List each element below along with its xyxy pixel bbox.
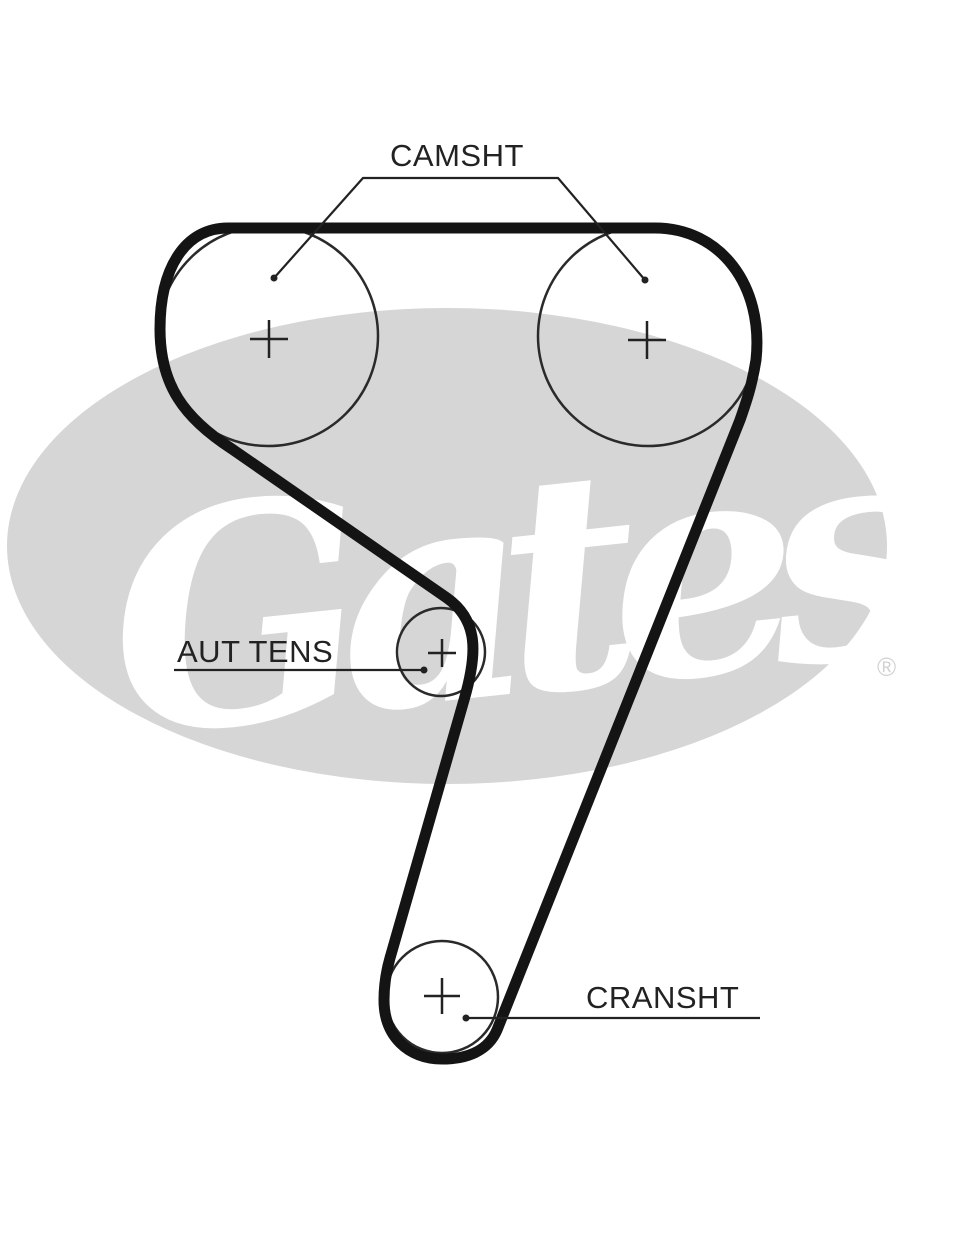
pulley-center-marks <box>250 320 666 1014</box>
camshaft-label: CAMSHT <box>390 138 524 173</box>
tensioner-pulley <box>395 606 487 698</box>
timing-belt <box>154 222 763 1065</box>
crankshaft-dot <box>462 1014 470 1022</box>
tensioner-label: AUT TENS <box>177 634 333 669</box>
tensioner-center-icon <box>428 639 456 667</box>
watermark-ellipse <box>7 308 887 784</box>
crankshaft-label: CRANSHT <box>586 980 739 1015</box>
camshaft-leader-line <box>273 176 646 281</box>
camshaft-left-dot <box>270 274 278 282</box>
tensioner-dot <box>420 666 428 674</box>
leader-dots <box>270 274 649 1022</box>
camshaft-left-center-icon <box>250 320 288 358</box>
crankshaft-center-icon <box>424 978 460 1014</box>
leader-lines <box>174 176 760 1020</box>
camshaft-right-center-icon <box>628 321 666 359</box>
brand-watermark: Gates ® <box>7 308 949 805</box>
registered-mark: ® <box>877 652 896 682</box>
camshaft-right-dot <box>641 276 649 284</box>
